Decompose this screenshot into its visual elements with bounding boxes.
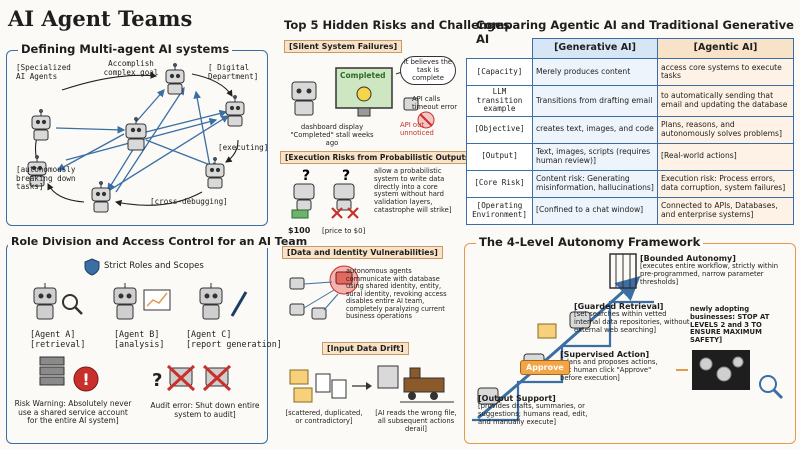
level2-title: [Supervised Action] (560, 350, 650, 359)
label-accomplish-goal: Accomplish complex goal (103, 59, 159, 77)
level4-desc: [executes entire workflow, strictly with… (640, 262, 779, 286)
table-row: [Objective] creates text, images, and co… (466, 115, 794, 144)
drift-right-label: [AI reads the wrong file, all subsequent… (375, 409, 457, 433)
audit-error-robots: ? (152, 364, 232, 392)
table-corner (467, 39, 533, 59)
data-identity-illustration (289, 265, 359, 320)
adoption-note: newly adopting businesses: STOP AT LEVEL… (690, 305, 770, 345)
level4-block: [Bounded Autonomy] [executes entire work… (640, 254, 790, 287)
drift-left-label: [scattered, duplicated, or contradictory… (285, 409, 363, 425)
table-row: [Output] Text, images, scripts (requires… (466, 142, 794, 171)
level1-block: [Output Support] [provides drafts, summa… (478, 394, 588, 427)
silent-failures-heading: [Silent System Failures] (284, 40, 403, 53)
level3-title: [Guarded Retrieval] (574, 302, 664, 311)
approve-button: Approve (520, 360, 570, 375)
cell-generative: Transitions from drafting email (532, 85, 658, 117)
cell-agentic: Plans, reasons, and autonomously solves … (657, 115, 794, 144)
row-label: [Core Risk] (466, 169, 533, 198)
server-warning-icon: ! (39, 356, 99, 392)
cell-agentic: Execution risk: Process errors, data cor… (657, 169, 794, 198)
multi-agent-network (27, 63, 245, 213)
level2-block: [Supervised Action] [plans and proposes … (560, 350, 668, 383)
silent-failure-illustration (291, 67, 435, 129)
table-row: [Core Risk] Content risk: Generating mis… (466, 169, 794, 198)
exec-risk-desc: allow a probabilistic system to write da… (374, 167, 452, 215)
label-executing: [executing] (218, 143, 269, 152)
table-header-row: [Generative AI] [Agentic AI] (467, 38, 794, 59)
cell-agentic: to automatically sending that email and … (657, 85, 794, 117)
audit-error-text: Audit error: Shut down entire system to … (150, 401, 260, 419)
cell-agentic: [Real-world actions] (657, 142, 794, 171)
cell-agentic: access core systems to execute tasks (657, 58, 794, 86)
risk-warning-text: Risk Warning: Absolutely never use a sha… (14, 399, 132, 426)
table-row: [Capacity] Merely produces content acces… (466, 58, 794, 86)
input-drift-heading: [Input Data Drift] (322, 342, 409, 355)
header-generative: [Generative AI] (532, 38, 658, 59)
level4-title: [Bounded Autonomy] (640, 254, 736, 263)
agent-a-label: [Agent A][retrieval] (30, 329, 86, 349)
cell-generative: creates text, images, and code (532, 115, 658, 144)
agent-c-label: [Agent C][report generation] (186, 329, 282, 349)
svg-text:?: ? (152, 370, 162, 391)
silent-thought-bubble: it believes the task is complete (400, 56, 456, 86)
cell-generative: Merely produces content (532, 58, 658, 86)
api-unnoticed-label: API out unnoticed (400, 121, 434, 137)
silent-screen-label: Completed (340, 71, 386, 80)
label-cross-debugging: [cross-debugging] (150, 197, 228, 206)
row-label: [Capacity] (466, 58, 533, 86)
table-row: LLM transition example Transitions from … (466, 85, 794, 117)
data-identity-heading: [Data and Identity Vulnerabilities] (282, 246, 443, 259)
autonomy-title: The 4-Level Autonomy Framework (476, 235, 704, 249)
compare-title: Comparing Agentic AI and Traditional Gen… (476, 18, 794, 46)
price-100-label: $100 (288, 226, 311, 235)
label-specialized-agents: [Specialized AI Agents (16, 63, 71, 81)
svg-text:?: ? (342, 168, 350, 184)
row-label: [Operating Environment] (466, 196, 533, 225)
svg-text:?: ? (302, 168, 310, 184)
cell-generative: Text, images, scripts (requires human re… (532, 142, 658, 171)
level1-title: [Output Support] (478, 394, 556, 403)
level1-desc: [provides drafts, summaries, or suggesti… (478, 402, 588, 426)
data-identity-desc: autonomous agents communicate with datab… (346, 267, 447, 321)
label-digital-department: [ Digital Department] (208, 63, 259, 81)
level2-desc: [plans and proposes actions, but human c… (560, 358, 658, 382)
risks-title: Top 5 Hidden Risks and Challenges (284, 18, 510, 32)
shield-icon (84, 258, 100, 276)
cell-generative: [Confined to a chat window] (532, 196, 658, 225)
label-autonomously-breaking: [autonomously breaking down tasks] (16, 165, 76, 192)
cell-agentic: Connected to APIs, Databases, and enterp… (657, 196, 794, 225)
page-title: AI Agent Teams (8, 6, 193, 31)
row-label: [Output] (466, 142, 533, 171)
strict-roles-label: Strict Roles and Scopes (104, 261, 204, 271)
multi-agent-title: Defining Multi-agent AI systems (18, 42, 233, 56)
agent-robots (33, 283, 248, 320)
level3-block: [Guarded Retrieval] [set searches within… (574, 302, 692, 335)
roles-title: Role Division and Access Control for an … (8, 235, 311, 248)
comparison-table: [Generative AI] [Agentic AI] [Capacity] … (466, 38, 794, 225)
exec-risks-heading: [Execution Risks from Probabilistic Outp… (280, 151, 478, 164)
cell-generative: Content risk: Generating misinformation,… (532, 169, 658, 198)
table-row: [Operating Environment] [Confined to a c… (466, 196, 794, 225)
exec-risk-illustration: ? ? (291, 168, 359, 219)
dashboard-label: dashboard display "Completed" stall week… (290, 123, 374, 147)
input-drift-illustration (289, 365, 454, 403)
price-zero-label: [price to $0] (322, 227, 366, 235)
level3-desc: [set searches within vetted internal dat… (574, 310, 690, 334)
api-timeout-label: API calls timeout error (412, 95, 458, 111)
row-label: LLM transition example (466, 85, 533, 117)
svg-text:!: ! (82, 370, 89, 389)
header-agentic: [Agentic AI] (657, 38, 794, 59)
row-label: [Objective] (466, 115, 533, 144)
agent-b-label: [Agent B][analysis] (114, 329, 165, 349)
